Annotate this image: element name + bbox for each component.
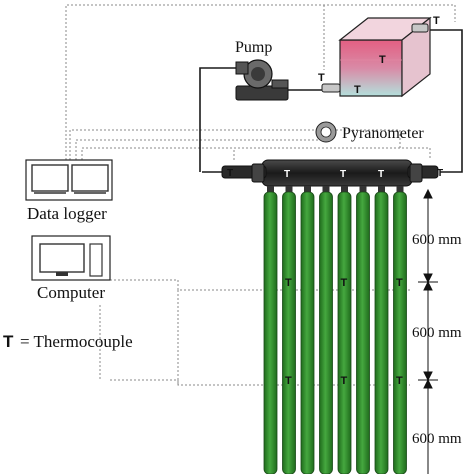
evacuated-tube [393, 191, 407, 474]
tube-connector [285, 186, 293, 194]
header-thermocouple-right: T [437, 168, 443, 179]
evacuated-tube [282, 191, 296, 474]
header-thermocouple-3: T [378, 169, 384, 180]
evacuated-tube [263, 191, 278, 474]
dimension-label-2: 600 mm [412, 325, 462, 341]
header-thermocouple-1: T [284, 169, 290, 180]
legend-t-symbol: T [3, 332, 14, 351]
tube-thermocouple-label: T [285, 277, 292, 289]
tube-connector [341, 186, 348, 194]
evacuated-tube [337, 191, 352, 474]
data-logger-label: Data logger [27, 204, 107, 223]
tank-thermocouple-label-1: T [433, 15, 440, 27]
tube-connector [304, 186, 311, 194]
pump-icon [235, 59, 289, 101]
tube-thermocouple-label: T [341, 277, 348, 289]
dimension-label-3: 600 mm [412, 431, 462, 447]
collector-tubes: T T T T T T [263, 186, 407, 474]
tank-thermocouple-label-2: T [379, 54, 386, 66]
header-thermocouple-left: T [227, 168, 233, 179]
legend-text: = Thermocouple [20, 332, 133, 351]
tube-connector [359, 186, 367, 194]
dimension-lines [418, 188, 438, 474]
tube-connector [322, 186, 330, 194]
header-thermocouple-labels: T T T T T [227, 168, 443, 180]
pyranometer-label: Pyranometer [342, 125, 424, 142]
evacuated-tube [374, 191, 389, 474]
tube-thermocouple-label: T [396, 277, 403, 289]
pyranometer-icon [315, 121, 337, 143]
evacuated-tube [356, 191, 370, 474]
collector-header [221, 159, 439, 187]
pipe-loop [199, 29, 463, 173]
computer-icon [31, 235, 111, 281]
tube-thermocouple-label: T [396, 375, 403, 387]
tank-thermocouple-label-3: T [354, 84, 361, 96]
computer-label: Computer [37, 283, 105, 302]
pump-thermocouple-label: T [318, 72, 325, 84]
data-logger-icon [25, 159, 113, 201]
tube-connector [396, 186, 404, 194]
dimension-label-1: 600 mm [412, 232, 462, 248]
tube-thermocouple-label: T [285, 375, 292, 387]
tube-connector [267, 186, 274, 194]
storage-tank [321, 16, 432, 98]
tube-connector [378, 186, 385, 194]
evacuated-tube [319, 191, 333, 474]
evacuated-tube [300, 191, 315, 474]
tube-thermocouple-label: T [341, 375, 348, 387]
header-thermocouple-2: T [340, 169, 346, 180]
pump-label: Pump [235, 39, 272, 56]
